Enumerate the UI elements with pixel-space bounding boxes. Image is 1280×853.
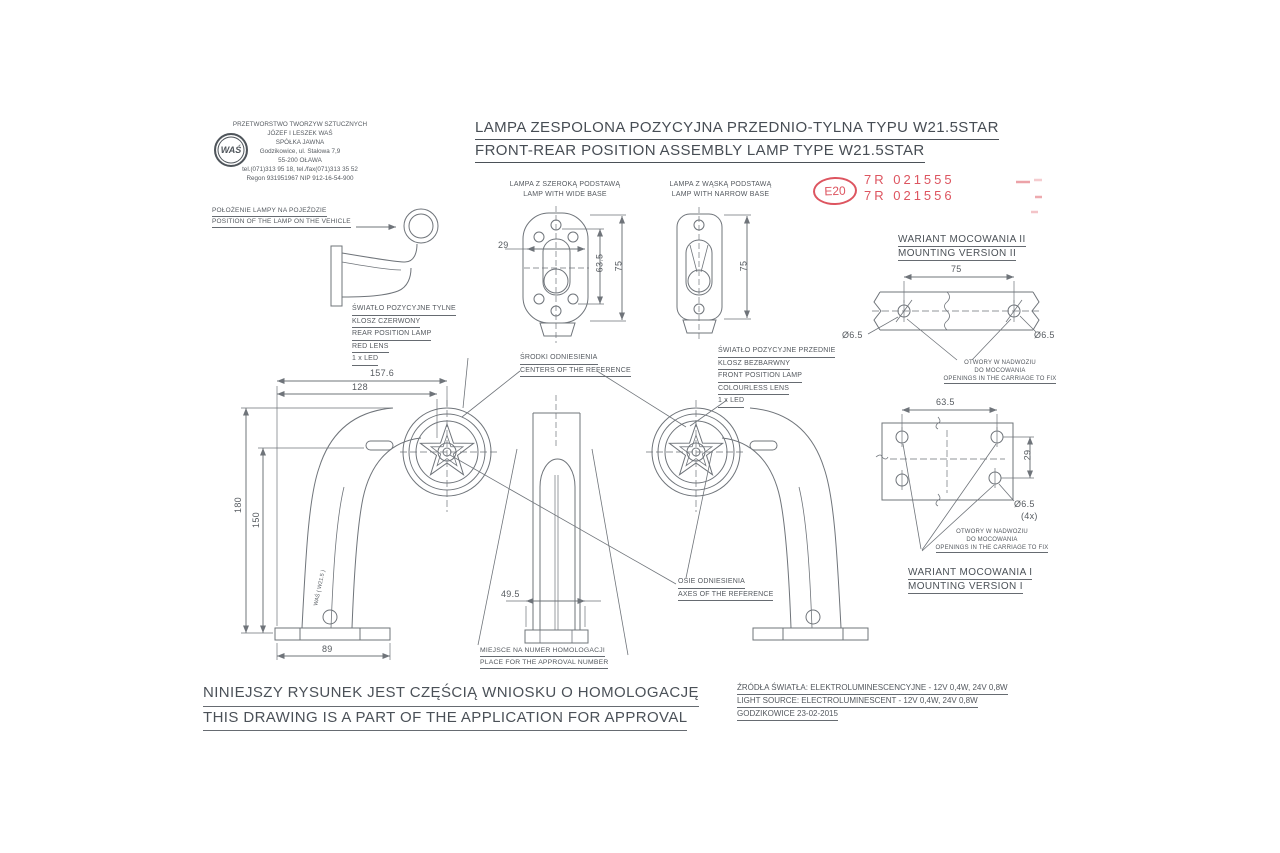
label-line: FRONT POSITION LAMP xyxy=(718,370,803,383)
company-line: SPÓŁKA JAWNA xyxy=(275,139,325,146)
approval-number-1: 7R 021555 xyxy=(864,172,955,187)
label-line: ŚRODKI ODNIESIENIA xyxy=(520,352,598,365)
company-logo-text: WAŚ xyxy=(220,145,242,155)
label-line: LAMP WITH WIDE BASE xyxy=(523,191,607,198)
place-date: GODZIKOWICE 23-02-2015 xyxy=(737,708,838,721)
label-line: LAMP WITH NARROW BASE xyxy=(671,191,770,198)
company-info: PRZETWORSTWO TWORZYW SZTUCZNYCH JÓZEF I … xyxy=(222,120,378,183)
e-mark-code: E20 xyxy=(824,183,846,199)
label-line: CENTERS OF THE REFERENCE xyxy=(520,365,631,377)
label-line: ŚWIATŁO POZYCYJNE PRZEDNIE xyxy=(718,345,836,358)
dim-75-m2: 75 xyxy=(951,264,962,274)
company-line: JÓZEF I LESZEK WAŚ xyxy=(267,130,333,137)
openings-note-1: OTWORY W NADWOZIU DO MOCOWANIA OPENINGS … xyxy=(932,529,1052,554)
right-lamp-view xyxy=(642,399,869,641)
label-position-on-vehicle: POŁOŻENIE LAMPY NA POJEŹDZIE POSITION OF… xyxy=(212,206,351,228)
label-line: DO MOCOWANIA xyxy=(966,536,1018,543)
label-line: 1 x LED xyxy=(352,353,379,366)
label-narrow-base: LAMPA Z WĄSKĄ PODSTAWĄ LAMP WITH NARROW … xyxy=(648,180,793,200)
narrow-base-drawing xyxy=(676,207,751,340)
label-line: OSIE ODNIESIENIA xyxy=(678,576,745,589)
center-lamp-view xyxy=(506,395,601,644)
label-line: LAMPA Z SZEROKĄ PODSTAWĄ xyxy=(509,181,621,188)
label-line: KLOSZ CZERWONY xyxy=(352,316,421,328)
dim-128: 128 xyxy=(352,382,368,392)
label-line: RED LENS xyxy=(352,341,389,353)
dim-89: 89 xyxy=(322,644,333,654)
label-line: ŚWIATŁO POZYCYJNE TYLNE xyxy=(352,303,456,316)
label-line: POSITION OF THE LAMP ON THE VEHICLE xyxy=(212,217,351,228)
dim-157-6: 157.6 xyxy=(370,368,395,378)
label-line: MOUNTING VERSION II xyxy=(898,248,1017,261)
label-centers-reference: ŚRODKI ODNIESIENIA CENTERS OF THE REFERE… xyxy=(520,352,631,377)
mounting-version-2-drawing xyxy=(867,274,1041,361)
label-line: POŁOŻENIE LAMPY NA POJEŹDZIE xyxy=(212,206,327,217)
dim-75-wide: 75 xyxy=(613,260,624,272)
company-line: tel.(071)313 95 18, tel./fax(071)313 35 … xyxy=(242,166,358,173)
label-line: OTWORY W NADWOZIU xyxy=(956,529,1028,535)
label-approval-place: MIEJSCE NA NUMER HOMOLOGACJI PLACE FOR T… xyxy=(480,645,609,669)
dim-63-5-m1: 63.5 xyxy=(936,397,955,407)
company-logo: WAŚ xyxy=(214,133,248,167)
label-line: WARIANT MOCOWANIA II xyxy=(898,234,1026,247)
label-line: COLOURLESS LENS xyxy=(718,383,790,395)
dim-4x: (4x) xyxy=(1021,511,1038,521)
dim-180: 180 xyxy=(232,497,243,513)
dim-63-5-wide: 63.5 xyxy=(594,253,605,273)
label-line: LAMPA Z WĄSKĄ PODSTAWĄ xyxy=(669,181,772,188)
label-line: REAR POSITION LAMP xyxy=(352,328,432,341)
tech-notes: ŹRÓDŁA ŚWIATŁA: ELEKTROLUMINESCENCYJNE -… xyxy=(737,682,1008,721)
drawing-title-pl: LAMPA ZESPOLONA POZYCYJNA PRZEDNIO-TYLNA… xyxy=(475,117,999,140)
leader-lines xyxy=(449,357,728,656)
label-rear-lamp: ŚWIATŁO POZYCYJNE TYLNE KLOSZ CZERWONY R… xyxy=(352,303,456,366)
dim-75-narrow: 75 xyxy=(738,260,749,272)
dim-29-m1: 29 xyxy=(1022,449,1033,461)
left-lamp-view xyxy=(241,378,501,660)
label-line: PLACE FOR THE APPROVAL NUMBER xyxy=(480,657,609,669)
label-line: AXES OF THE REFERENCE xyxy=(678,589,774,601)
footer-statement: NINIEJSZY RYSUNEK JEST CZĘŚCIĄ WNIOSKU O… xyxy=(203,682,699,731)
stamp-numbers: 7R 021555 7R 021556 xyxy=(864,172,955,204)
label-line: OTWORY W NADWOZIU xyxy=(964,360,1036,366)
dim-49-5: 49.5 xyxy=(501,589,520,599)
approval-number-2: 7R 021556 xyxy=(864,188,955,203)
footer-line-en: THIS DRAWING IS A PART OF THE APPLICATIO… xyxy=(203,707,688,731)
company-line: PRZETWORSTWO TWORZYW SZTUCZNYCH xyxy=(232,121,368,128)
label-line: OPENINGS IN THE CARRIAGE TO FIX xyxy=(943,376,1057,385)
light-source-en: LIGHT SOURCE: ELECTROLUMINESCENT - 12V 0… xyxy=(737,695,978,708)
dim-150: 150 xyxy=(250,512,261,528)
wide-base-drawing xyxy=(505,206,626,343)
stamp-artifacts xyxy=(1016,178,1042,214)
label-line: OPENINGS IN THE CARRIAGE TO FIX xyxy=(935,545,1049,554)
vehicle-position-drawing xyxy=(330,208,439,307)
label-line: WARIANT MOCOWANIA I xyxy=(908,567,1033,580)
drawing-title: LAMPA ZESPOLONA POZYCYJNA PRZEDNIO-TYLNA… xyxy=(475,117,999,163)
mounting2-title: WARIANT MOCOWANIA II MOUNTING VERSION II xyxy=(898,233,1026,261)
label-line: 1 x LED xyxy=(718,395,745,408)
dim-6-5-4x: Ø6.5 xyxy=(1014,499,1035,509)
company-line: 55-200 OŁAWA xyxy=(278,157,322,164)
mounting1-title: WARIANT MOCOWANIA I MOUNTING VERSION I xyxy=(908,566,1033,594)
openings-note-2: OTWORY W NADWOZIU DO MOCOWANIA OPENINGS … xyxy=(940,360,1060,385)
dim-6-5-right: Ø6.5 xyxy=(1034,330,1055,340)
label-line: DO MOCOWANIA xyxy=(974,367,1026,374)
company-line: Godzikowice, ul. Stalowa 7,9 xyxy=(259,148,341,155)
drawing-title-en: FRONT-REAR POSITION ASSEMBLY LAMP TYPE W… xyxy=(475,140,925,163)
dim-6-5-left: Ø6.5 xyxy=(842,330,863,340)
light-source-pl: ŹRÓDŁA ŚWIATŁA: ELEKTROLUMINESCENCYJNE -… xyxy=(737,682,1008,695)
company-line: Regon 931951967 NIP 912-16-54-900 xyxy=(246,175,354,182)
dim-29-wide: 29 xyxy=(498,240,509,250)
label-line: KLOSZ BEZBARWNY xyxy=(718,358,791,370)
label-axes-reference: OSIE ODNIESIENIA AXES OF THE REFERENCE xyxy=(678,576,774,601)
footer-line-pl: NINIEJSZY RYSUNEK JEST CZĘŚCIĄ WNIOSKU O… xyxy=(203,682,699,707)
label-line: MIEJSCE NA NUMER HOMOLOGACJI xyxy=(480,645,605,657)
label-wide-base: LAMPA Z SZEROKĄ PODSTAWĄ LAMP WITH WIDE … xyxy=(490,180,640,200)
label-line: MOUNTING VERSION I xyxy=(908,581,1023,594)
label-front-lamp: ŚWIATŁO POZYCYJNE PRZEDNIE KLOSZ BEZBARW… xyxy=(718,345,836,408)
mounting-version-1-drawing xyxy=(875,407,1034,552)
